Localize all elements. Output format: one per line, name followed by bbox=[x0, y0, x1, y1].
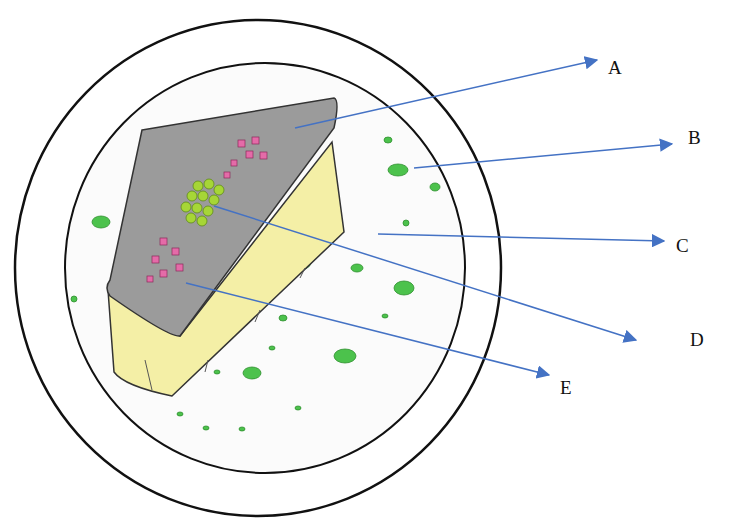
garnish-peas bbox=[181, 179, 224, 226]
callout-letter: B bbox=[688, 128, 701, 149]
callout-letter: E bbox=[560, 378, 572, 399]
callout-letter: A bbox=[608, 58, 622, 79]
callout-letter: C bbox=[676, 236, 689, 257]
plate-rim bbox=[15, 20, 501, 516]
callout-letter: D bbox=[690, 330, 704, 351]
leader-arrows bbox=[186, 60, 672, 375]
garnish-pink bbox=[147, 137, 267, 282]
plate-well bbox=[65, 63, 465, 473]
food-slice bbox=[107, 98, 344, 396]
